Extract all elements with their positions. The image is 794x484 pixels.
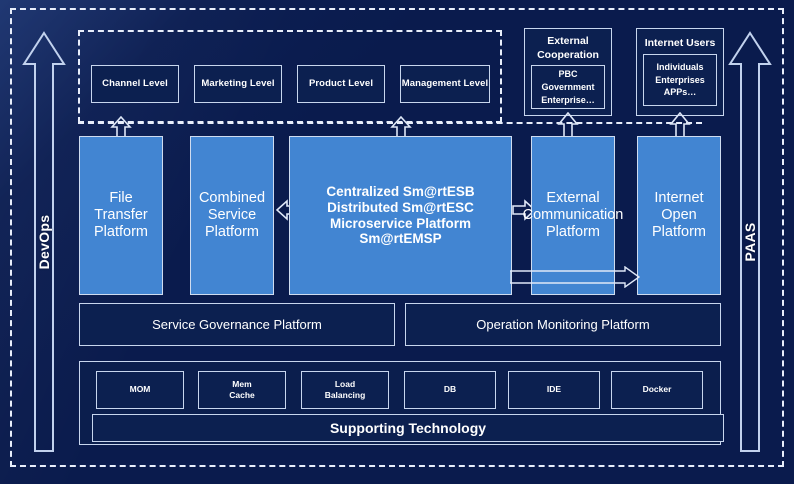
external-cooperation-inner-label: PBC Government Enterprise… xyxy=(541,69,595,105)
supporting-technology-banner[interactable]: Supporting Technology xyxy=(92,414,724,442)
devops-arrow: DevOps xyxy=(22,30,66,454)
tech-box-docker[interactable]: Docker xyxy=(611,371,703,409)
paas-arrow: PAAS xyxy=(728,30,772,454)
platform-label: Internet Open Platform xyxy=(652,189,706,241)
external-communication-platform-box[interactable]: External Communication Platform xyxy=(523,136,623,295)
tech-label: Mem Cache xyxy=(229,378,255,400)
devops-label: DevOps xyxy=(36,214,52,270)
arrow-esb-to-internet-open-icon xyxy=(510,266,640,288)
level-box-channel[interactable]: Channel Level xyxy=(91,65,179,103)
service-governance-platform-box[interactable]: Service Governance Platform xyxy=(79,303,395,346)
combined-service-platform-box[interactable]: Combined Service Platform xyxy=(190,136,274,295)
external-cooperation-header: External Cooperation xyxy=(537,35,599,62)
tech-label: Load Balancing xyxy=(324,378,366,400)
external-cooperation-box[interactable]: External Cooperation PBC Government Ente… xyxy=(524,28,612,116)
platform-label: Centralized Sm@rtESB Distributed Sm@rtES… xyxy=(326,183,475,247)
layer-separator-dashed-line xyxy=(78,122,702,124)
level-label: Marketing Level xyxy=(201,78,275,90)
file-transfer-platform-box[interactable]: File Transfer Platform xyxy=(79,136,163,295)
level-box-marketing[interactable]: Marketing Level xyxy=(194,65,282,103)
platform-label: Combined Service Platform xyxy=(198,189,266,241)
external-cooperation-inner-box: PBC Government Enterprise… xyxy=(531,65,605,110)
up-arrow-internet-open-icon xyxy=(669,112,691,138)
outer-dashed-frame xyxy=(10,8,784,467)
operation-monitoring-platform-box[interactable]: Operation Monitoring Platform xyxy=(405,303,721,346)
tech-box-db[interactable]: DB xyxy=(404,371,496,409)
internet-users-header: Internet Users xyxy=(644,37,716,49)
internet-open-platform-box[interactable]: Internet Open Platform xyxy=(637,136,721,295)
platform-label: External Communication Platform xyxy=(522,189,624,241)
up-arrow-external-communication-icon xyxy=(557,112,579,138)
internet-users-box[interactable]: Internet Users Individuals Enterprises A… xyxy=(636,28,724,116)
up-arrow-esb-icon xyxy=(390,116,412,138)
tech-label: IDE xyxy=(546,384,562,395)
tech-label: MOM xyxy=(129,384,151,395)
tech-box-mem-cache[interactable]: Mem Cache xyxy=(198,371,286,409)
paas-label: PAAS xyxy=(742,222,758,262)
supporting-technology-label: Supporting Technology xyxy=(329,419,487,436)
management-label: Operation Monitoring Platform xyxy=(476,316,650,332)
tech-box-mom[interactable]: MOM xyxy=(96,371,184,409)
arrow-right-esb-to-external-icon xyxy=(512,198,536,222)
level-label: Product Level xyxy=(308,78,374,90)
internet-users-inner-label: Individuals Enterprises APPs… xyxy=(655,62,705,98)
tech-box-load-balancing[interactable]: Load Balancing xyxy=(301,371,389,409)
level-label: Channel Level xyxy=(102,78,168,90)
internet-users-inner-box: Individuals Enterprises APPs… xyxy=(643,54,717,107)
management-label: Service Governance Platform xyxy=(152,316,322,332)
level-box-product[interactable]: Product Level xyxy=(297,65,385,103)
up-arrow-file-transfer-icon xyxy=(110,116,132,138)
esb-platform-box[interactable]: Centralized Sm@rtESB Distributed Sm@rtES… xyxy=(289,136,512,295)
tech-label: DB xyxy=(443,384,457,395)
tech-label: Docker xyxy=(642,384,672,395)
tech-box-ide[interactable]: IDE xyxy=(508,371,600,409)
level-box-management[interactable]: Management Level xyxy=(400,65,490,103)
level-label: Management Level xyxy=(401,78,489,90)
platform-label: File Transfer Platform xyxy=(94,189,148,241)
